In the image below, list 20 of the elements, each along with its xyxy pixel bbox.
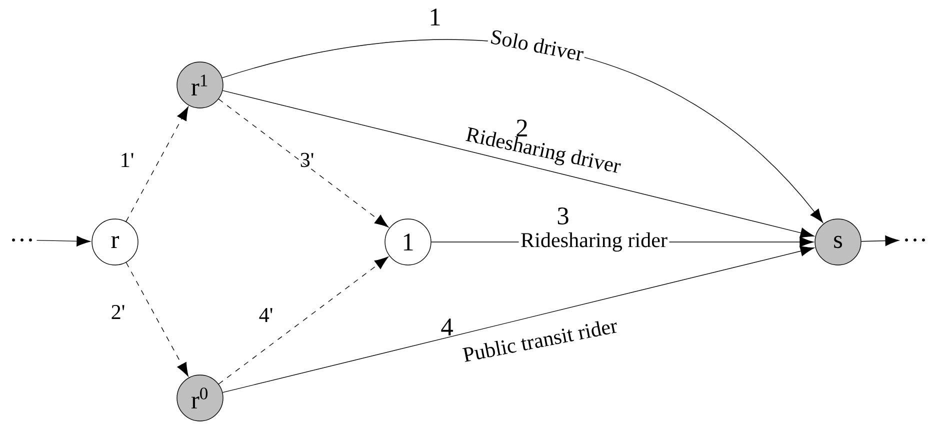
ellipsis-text: …	[905, 238, 925, 242]
arrow	[222, 90, 814, 238]
arrow	[222, 246, 814, 393]
arrow	[126, 106, 189, 222]
edge-label: Public transit rider	[460, 316, 621, 364]
edge-number: 4	[441, 318, 453, 336]
arrow	[861, 236, 900, 246]
edge-label: 2'	[112, 305, 124, 319]
arrow	[36, 236, 91, 246]
arrow	[218, 98, 389, 228]
edge-number: 1	[430, 8, 440, 26]
ellipsis-text: …	[12, 238, 32, 242]
edge-label: 3'	[300, 152, 314, 168]
arrow	[218, 256, 388, 384]
edge-label: Solo driver	[487, 26, 587, 64]
arrow	[126, 262, 188, 377]
edge-label: Ridesharing rider	[518, 230, 670, 254]
edge-label: 4'	[259, 308, 272, 322]
edge-label: 1'	[122, 153, 134, 167]
edge-number: 3	[558, 208, 568, 224]
